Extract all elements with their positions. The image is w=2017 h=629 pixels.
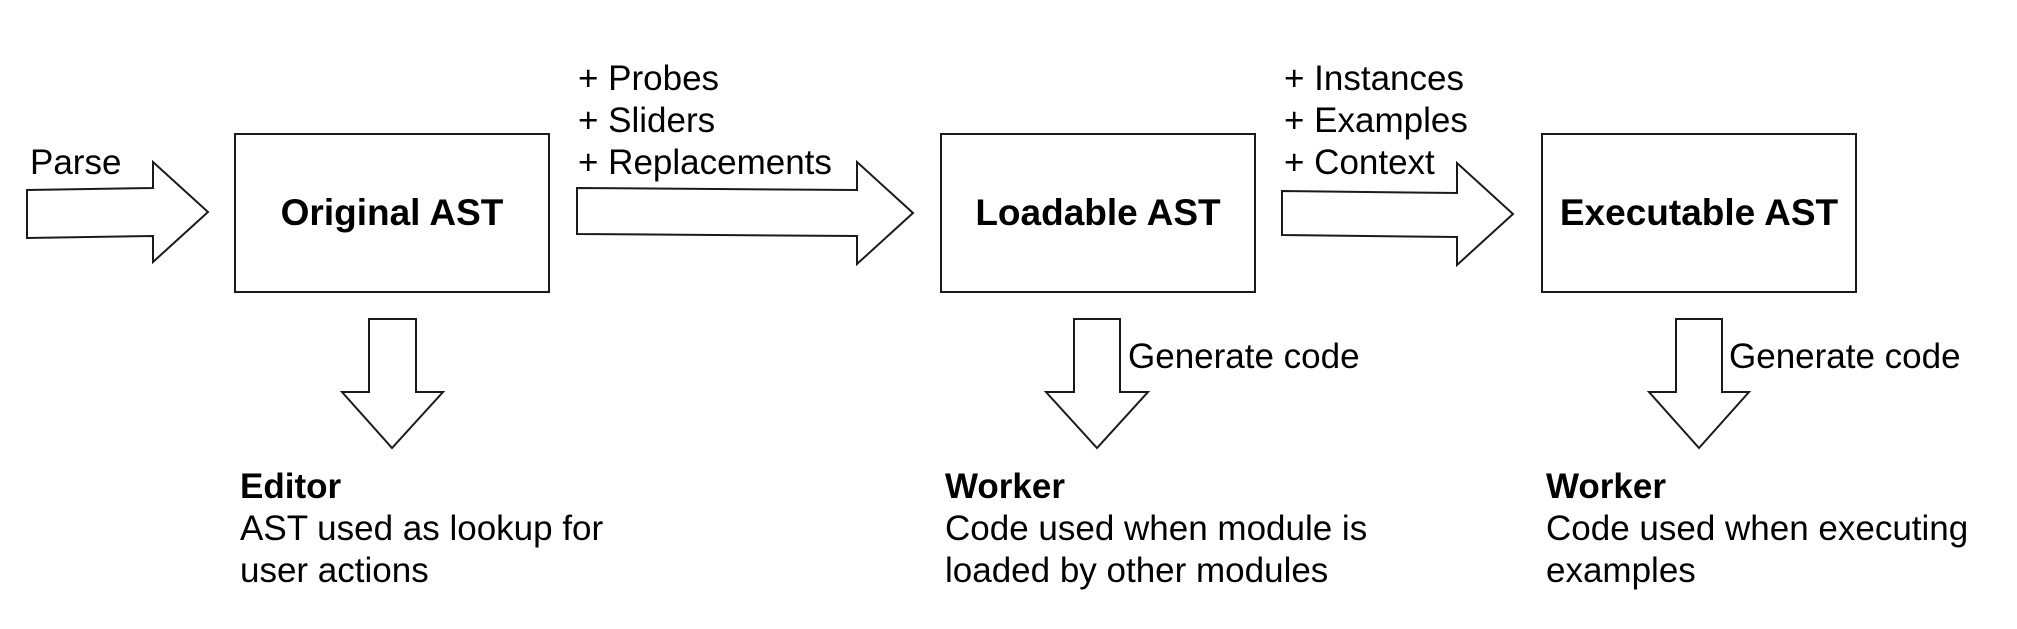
output-description-line: AST used as lookup for [240,509,604,548]
addition-replacements: + Replacements [578,143,832,182]
output-description-line: loaded by other modules [945,551,1329,590]
output-arrow-3 [1646,318,1752,450]
output-description-line: examples [1546,551,1696,590]
addition-examples: + Examples [1284,101,1468,140]
output-consumer-worker: Worker [1546,467,1666,506]
addition-sliders: + Sliders [578,101,716,140]
output-note-worker-loadable: Worker Code used when module is loaded b… [945,466,1367,592]
output-arrow-1 [339,318,446,450]
transition-arrow-2 [1281,160,1515,268]
output-description-line: Code used when executing [1546,509,1969,548]
addition-context: + Context [1284,143,1435,182]
output-description-line: Code used when module is [945,509,1368,548]
stage-box-loadable-ast: Loadable AST [940,133,1256,293]
generate-code-label-loadable: Generate code [1128,337,1360,376]
generate-code-label-executable: Generate code [1729,337,1961,376]
parse-label: Parse [30,143,122,182]
output-consumer-worker: Worker [945,467,1065,506]
addition-probes: + Probes [578,59,720,98]
transition-arrow-1 [576,159,915,267]
stage-box-executable-ast: Executable AST [1541,133,1857,293]
transition-2-additions: + Instances + Examples + Context [1284,58,1468,184]
output-note-worker-executable: Worker Code used when executing examples [1546,466,1968,592]
output-description-line: user actions [240,551,429,590]
stage-box-original-ast: Original AST [234,133,550,293]
output-consumer-editor: Editor [240,467,342,506]
output-note-editor: Editor AST used as lookup for user actio… [240,466,603,592]
addition-instances: + Instances [1284,59,1464,98]
transition-1-additions: + Probes + Sliders + Replacements [578,58,832,184]
parse-arrow [26,159,210,265]
output-arrow-2 [1043,318,1151,450]
